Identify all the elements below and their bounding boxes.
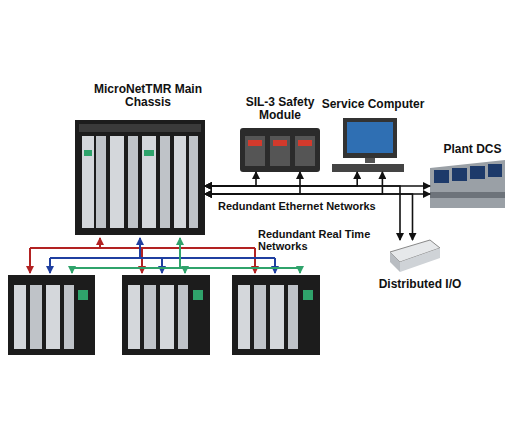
chassis-card (178, 285, 188, 349)
computer-node: Service Computer (332, 118, 404, 172)
green-network-wire (299, 268, 301, 273)
io-side (390, 252, 400, 272)
ethernet-line (205, 172, 300, 194)
network-label: Redundant Ethernet Networks (218, 200, 388, 212)
ethernet-connector (205, 172, 382, 194)
console-screen (434, 170, 449, 183)
red-network-wire (254, 248, 256, 273)
chassis-card (288, 285, 298, 349)
chassis-card (174, 136, 186, 228)
blue-network-wire (274, 258, 276, 273)
node-heading: MicroNetTMR Main Chassis (93, 83, 203, 109)
node-heading: Service Computer (318, 98, 428, 111)
red-network-wire (29, 248, 31, 273)
console-screen (452, 168, 467, 181)
console-body (430, 160, 505, 208)
chassis-frame (122, 275, 210, 355)
node-heading: Distributed I/O (375, 278, 465, 291)
chassis-card (110, 136, 124, 228)
console-screen (470, 166, 485, 179)
status-led (303, 290, 313, 300)
expansion-chassis (232, 275, 320, 355)
chassis-card (14, 285, 26, 349)
dcs-node: Plant DCS (430, 160, 505, 208)
status-led (84, 150, 92, 156)
chassis-card (64, 285, 74, 349)
blue-network-wire (49, 258, 51, 273)
dcs-illustration (430, 160, 505, 208)
chassis-card (128, 136, 138, 228)
red-network-wire (141, 248, 143, 273)
console-screen (488, 164, 502, 177)
chassis-frame (75, 120, 205, 235)
ethernet-line (205, 172, 382, 194)
node-heading: Plant DCS (435, 143, 510, 156)
status-led (78, 290, 88, 300)
monitor-bezel (343, 118, 397, 158)
red-network-wire (99, 238, 101, 248)
computer-illustration (332, 118, 404, 172)
chassis-frame (232, 275, 320, 355)
chassis-card (46, 285, 60, 349)
module-readout (298, 140, 312, 146)
expansion-chassis (122, 275, 210, 355)
module-readout (248, 140, 262, 146)
module-readout (273, 140, 287, 146)
ethernet-line (205, 172, 357, 186)
expansion-chassis (8, 275, 95, 355)
module-display (295, 136, 315, 166)
ethernet-connector (205, 186, 413, 240)
blue-network-wire (161, 258, 163, 273)
safety-module-node: SIL-3 Safety Module (240, 128, 320, 172)
chassis-card (160, 285, 174, 349)
green-network-wire (184, 268, 186, 273)
chassis-card (238, 285, 250, 349)
green-network-wire (179, 238, 181, 268)
module-display (270, 136, 290, 166)
module-display (245, 136, 265, 166)
chassis-card (189, 136, 198, 228)
chassis-card (270, 285, 284, 349)
chassis-card (142, 136, 156, 228)
module-body (240, 128, 320, 172)
ethernet-connector (205, 186, 430, 194)
chassis-node: MicroNetTMR Main Chassis (75, 120, 205, 235)
chassis-card (30, 285, 42, 349)
green-network-wire (71, 268, 73, 273)
chassis-card (254, 285, 266, 349)
chassis-card (96, 136, 106, 228)
io-front (400, 248, 440, 272)
ethernet-line (205, 172, 256, 186)
chassis-card (82, 136, 94, 228)
chassis-card (144, 285, 156, 349)
keyboard (332, 164, 404, 172)
chassis-frame (8, 275, 95, 355)
chassis-strip (79, 124, 201, 132)
safety-module-illustration (240, 128, 320, 172)
chassis-card (128, 285, 140, 349)
monitor-stand (365, 158, 375, 163)
network-label: Redundant Real Time Networks (258, 228, 383, 252)
node-heading: SIL-3 Safety Module (235, 96, 325, 122)
main-chassis-illustration (75, 120, 205, 235)
status-led (193, 290, 203, 300)
chassis-card (160, 136, 170, 228)
io-node: Distributed I/O (390, 240, 440, 272)
ethernet-line (205, 194, 413, 240)
io-illustration (390, 240, 440, 272)
monitor-screen (347, 122, 393, 153)
console-desk (430, 192, 505, 198)
blue-network-wire (139, 238, 141, 258)
ethernet-connector (205, 172, 300, 194)
status-led (144, 150, 154, 156)
